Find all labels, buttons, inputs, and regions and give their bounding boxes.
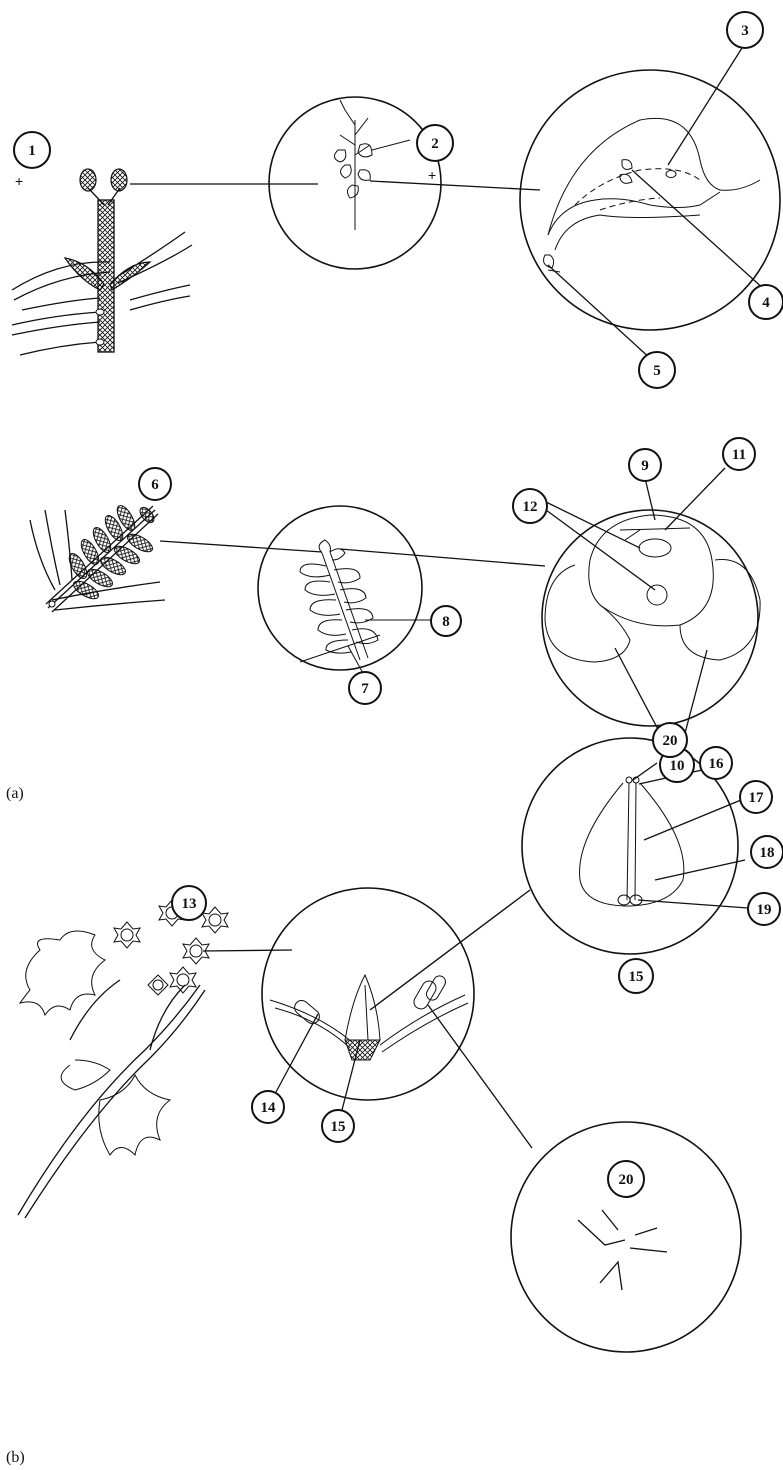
detail-circle-cone-axis xyxy=(258,506,422,670)
flower-cluster xyxy=(114,900,228,995)
leader-line xyxy=(668,48,742,165)
pollen-drawing xyxy=(578,1210,667,1290)
leader-line xyxy=(160,541,322,552)
callout-2: 2 xyxy=(417,125,453,161)
callout-3: 3 xyxy=(727,12,763,48)
callout-20: 20 xyxy=(608,1161,644,1197)
leader-line xyxy=(546,502,640,548)
callout-label: 6 xyxy=(151,477,159,493)
leader-line xyxy=(340,549,545,566)
callout-label: 10 xyxy=(670,758,685,774)
panel-label-a: (a) xyxy=(6,785,24,802)
callout-4: 4 xyxy=(749,285,783,319)
callout-label: 20 xyxy=(663,733,678,749)
callout-label: 4 xyxy=(762,295,770,311)
detail-circle-microsporophyll xyxy=(520,70,780,330)
flowering-branch-drawing xyxy=(18,900,228,1218)
callout-5: 5 xyxy=(639,352,675,388)
callout-15: 15 xyxy=(619,959,653,993)
callout-label: 1 xyxy=(28,143,36,159)
callout-label: 13 xyxy=(182,896,197,912)
callout-11: 11 xyxy=(723,438,755,470)
callout-1: 1 xyxy=(14,132,50,168)
callout-label: 2 xyxy=(431,136,439,152)
leader-line xyxy=(370,181,540,190)
callout-label: 3 xyxy=(741,23,749,39)
leader-line xyxy=(655,860,745,880)
callout-label: 16 xyxy=(709,756,725,772)
callout-label: 19 xyxy=(757,902,772,918)
callout-6: 6 xyxy=(139,468,171,500)
callout-label: 7 xyxy=(361,681,369,697)
pistil-drawing xyxy=(580,777,684,906)
callout-label: 18 xyxy=(760,845,775,861)
callout-label: 11 xyxy=(732,447,746,463)
callout-17: 17 xyxy=(740,781,772,813)
callout-12: 12 xyxy=(513,489,547,523)
callout-label: 5 xyxy=(653,363,661,379)
detail-circle-ovuliferous-scale xyxy=(542,510,758,726)
callout-7: 7 xyxy=(349,672,381,704)
leader-line xyxy=(428,1005,532,1148)
callout-16: 16 xyxy=(700,747,732,779)
callout-8: 8 xyxy=(431,606,461,636)
callout-9: 9 xyxy=(629,449,661,481)
leader-line xyxy=(633,763,657,780)
female-cone-drawing xyxy=(30,503,165,612)
panel-label-b: (b) xyxy=(6,1449,25,1466)
callout-label: 15 xyxy=(331,1119,346,1135)
callout-18: 18 xyxy=(751,836,783,868)
leader-line xyxy=(638,900,748,908)
callout-label: 20 xyxy=(619,1172,634,1188)
callout-label: 17 xyxy=(749,790,765,806)
callout-label: 15 xyxy=(629,969,644,985)
callout-label: 8 xyxy=(442,614,450,630)
cone-axis-drawing xyxy=(300,540,432,675)
leader-line xyxy=(276,1014,318,1092)
callout-15: 15 xyxy=(322,1110,354,1142)
leader-line xyxy=(632,170,765,290)
leader-line xyxy=(645,478,655,520)
microsporophyll-drawing xyxy=(544,118,760,272)
leader-line xyxy=(548,265,652,360)
callout-label: 14 xyxy=(261,1100,277,1116)
leader-line xyxy=(370,890,530,1010)
leader-line xyxy=(203,950,292,951)
plus-sign: + xyxy=(428,167,436,183)
detail-circle-pollen xyxy=(511,1122,741,1352)
callout-20: 20 xyxy=(653,723,687,757)
callout-19: 19 xyxy=(748,893,780,925)
plus-sign: + xyxy=(15,173,23,189)
detail-circle-flower xyxy=(262,888,474,1100)
callout-label: 12 xyxy=(523,499,538,515)
callout-label: 9 xyxy=(641,458,649,474)
callout-14: 14 xyxy=(252,1091,284,1123)
male-cone-detail-drawing xyxy=(334,100,410,230)
pine-shoot-drawing xyxy=(12,169,192,355)
